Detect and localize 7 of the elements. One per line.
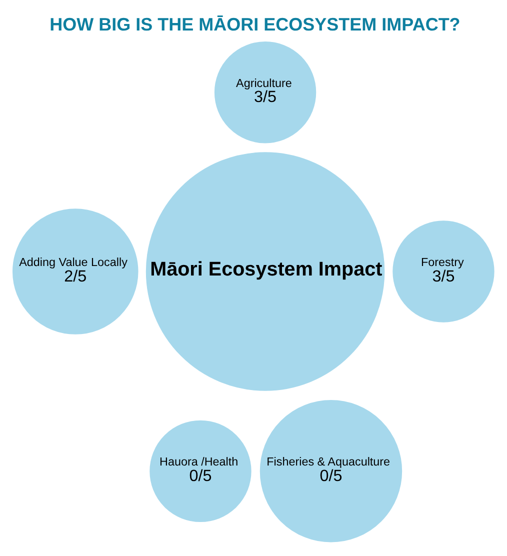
node-circle: Forestry 3/5 xyxy=(390,218,496,324)
node-circle: Hauora /Health 0/5 xyxy=(148,418,254,524)
node-circle: Agriculture 3/5 xyxy=(212,39,318,144)
diagram-title: HOW BIG IS THE MĀORI ECOSYSTEM IMPACT? xyxy=(50,14,460,34)
node-circle: Fisheries & Aquaculture 0/5 xyxy=(258,398,404,544)
node-circle: Adding Value Locally 2/5 xyxy=(10,206,140,336)
node-circle: Māori Ecosystem Impact xyxy=(144,150,386,392)
